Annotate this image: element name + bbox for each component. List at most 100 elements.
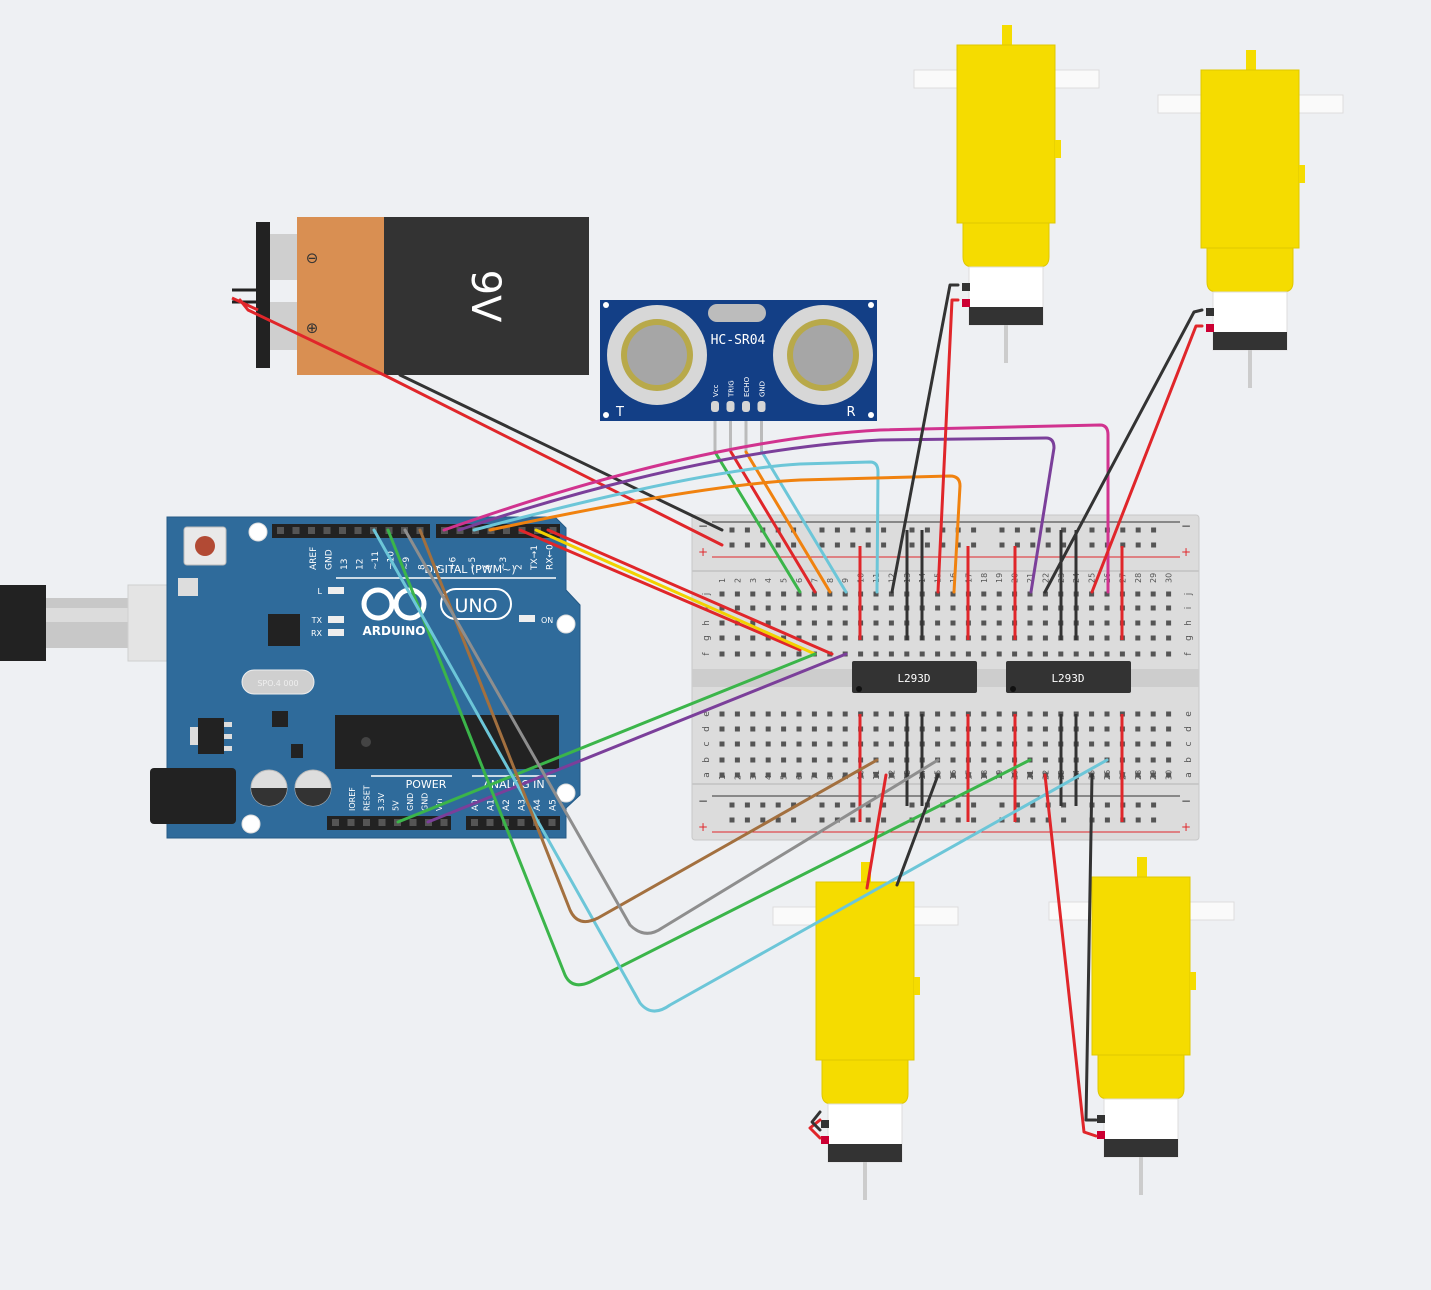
header-pin[interactable] (363, 819, 370, 826)
breadboard-jumpers[interactable] (858, 530, 1124, 822)
rail-hole[interactable] (940, 542, 946, 548)
wires[interactable] (238, 283, 1204, 1140)
breadboard-hole[interactable] (1135, 620, 1141, 626)
breadboard-hole[interactable] (842, 757, 848, 763)
breadboard-hole[interactable] (781, 605, 787, 611)
breadboard-hole[interactable] (965, 651, 971, 657)
rail-hole[interactable] (924, 542, 930, 548)
header-pin[interactable] (378, 819, 386, 826)
motor-terminal[interactable] (1097, 1131, 1105, 1139)
breadboard-hole[interactable] (935, 651, 941, 657)
motor-terminal[interactable] (962, 283, 970, 291)
breadboard-hole[interactable] (842, 620, 848, 626)
breadboard-hole[interactable] (796, 741, 802, 747)
rail-hole[interactable] (971, 802, 977, 808)
breadboard-hole[interactable] (719, 651, 725, 657)
breadboard-hole[interactable] (734, 772, 740, 778)
breadboard-hole[interactable] (781, 635, 787, 641)
rail-hole[interactable] (791, 542, 797, 548)
breadboard-hole[interactable] (781, 772, 787, 778)
breadboard-hole[interactable] (811, 772, 817, 778)
breadboard-hole[interactable] (750, 605, 756, 611)
breadboard-hole[interactable] (1135, 711, 1141, 717)
breadboard-hole[interactable] (842, 591, 848, 597)
breadboard-hole[interactable] (1150, 741, 1156, 747)
breadboard-hole[interactable] (719, 772, 725, 778)
9v-battery[interactable]: ⊖ ⊕ 9V (231, 217, 589, 375)
breadboard-hole[interactable] (781, 757, 787, 763)
breadboard-hole[interactable] (811, 635, 817, 641)
rail-hole[interactable] (1135, 542, 1141, 548)
rail-hole[interactable] (940, 527, 946, 533)
rail-hole[interactable] (775, 542, 781, 548)
breadboard-hole[interactable] (1135, 635, 1141, 641)
breadboard-hole[interactable] (796, 651, 802, 657)
breadboard-hole[interactable] (765, 651, 771, 657)
breadboard-hole[interactable] (842, 635, 848, 641)
breadboard-hole[interactable] (1166, 772, 1172, 778)
breadboard-hole[interactable] (842, 711, 848, 717)
breadboard-hole[interactable] (950, 741, 956, 747)
breadboard-hole[interactable] (1150, 772, 1156, 778)
rail-hole[interactable] (1014, 527, 1020, 533)
breadboard-hole[interactable] (888, 635, 894, 641)
rail-hole[interactable] (881, 802, 887, 808)
breadboard-hole[interactable] (888, 591, 894, 597)
breadboard-hole[interactable] (750, 741, 756, 747)
breadboard-hole[interactable] (1150, 651, 1156, 657)
breadboard-hole[interactable] (981, 757, 987, 763)
rail-hole[interactable] (1030, 817, 1036, 823)
breadboard-hole[interactable] (842, 741, 848, 747)
breadboard-hole[interactable] (750, 726, 756, 732)
breadboard-hole[interactable] (1135, 757, 1141, 763)
breadboard-hole[interactable] (1042, 651, 1048, 657)
dc-motor-top-1[interactable] (913, 25, 1100, 363)
arduino-pin8-wire[interactable] (403, 528, 940, 935)
motor-terminal[interactable] (1206, 308, 1214, 316)
motor-bottom1-lead-red[interactable] (808, 1118, 822, 1140)
rail-hole[interactable] (865, 542, 871, 548)
breadboard-hole[interactable] (1135, 651, 1141, 657)
sensor-vcc-wire-2[interactable] (729, 450, 817, 594)
breadboard-hole[interactable] (781, 591, 787, 597)
breadboard-hole[interactable] (888, 757, 894, 763)
arduino-gnd-wire[interactable] (426, 652, 848, 824)
breadboard-hole[interactable] (765, 605, 771, 611)
breadboard-hole[interactable] (873, 726, 879, 732)
rail-hole[interactable] (955, 817, 961, 823)
breadboard-hole[interactable] (765, 620, 771, 626)
breadboard-hole[interactable] (750, 651, 756, 657)
breadboard-hole[interactable] (873, 620, 879, 626)
breadboard-hole[interactable] (1104, 635, 1110, 641)
breadboard-hole[interactable] (981, 726, 987, 732)
arduino-pin2-wire[interactable] (518, 528, 802, 652)
rail-hole[interactable] (1061, 527, 1067, 533)
breadboard-hole[interactable] (981, 741, 987, 747)
breadboard-hole[interactable] (888, 726, 894, 732)
sensor-pin[interactable] (742, 401, 750, 412)
power-header[interactable] (327, 816, 451, 830)
rail-hole[interactable] (729, 817, 735, 823)
rail-hole[interactable] (971, 817, 977, 823)
breadboard-hole[interactable] (827, 726, 833, 732)
breadboard-hole[interactable] (1073, 651, 1079, 657)
breadboard-hole[interactable] (935, 635, 941, 641)
motor-bottom1-lead-black[interactable] (810, 1110, 822, 1132)
sensor-echo-wire[interactable] (744, 450, 832, 594)
rail-hole[interactable] (791, 802, 797, 808)
arduino-pin5-wire[interactable] (472, 460, 880, 594)
rail-hole[interactable] (865, 817, 871, 823)
breadboard-hole[interactable] (935, 741, 941, 747)
breadboard-hole[interactable] (1150, 757, 1156, 763)
breadboard-hole[interactable] (1119, 651, 1125, 657)
breadboard-hole[interactable] (996, 620, 1002, 626)
breadboard-hole[interactable] (1150, 726, 1156, 732)
rail-hole[interactable] (1089, 527, 1095, 533)
dc-motor-top-2[interactable] (1157, 50, 1344, 388)
rail-hole[interactable] (955, 542, 961, 548)
breadboard-hole[interactable] (996, 651, 1002, 657)
breadboard-hole[interactable] (796, 711, 802, 717)
arduino-pin11-wire[interactable] (386, 528, 1032, 987)
breadboard-hole[interactable] (950, 711, 956, 717)
rail-hole[interactable] (1030, 802, 1036, 808)
